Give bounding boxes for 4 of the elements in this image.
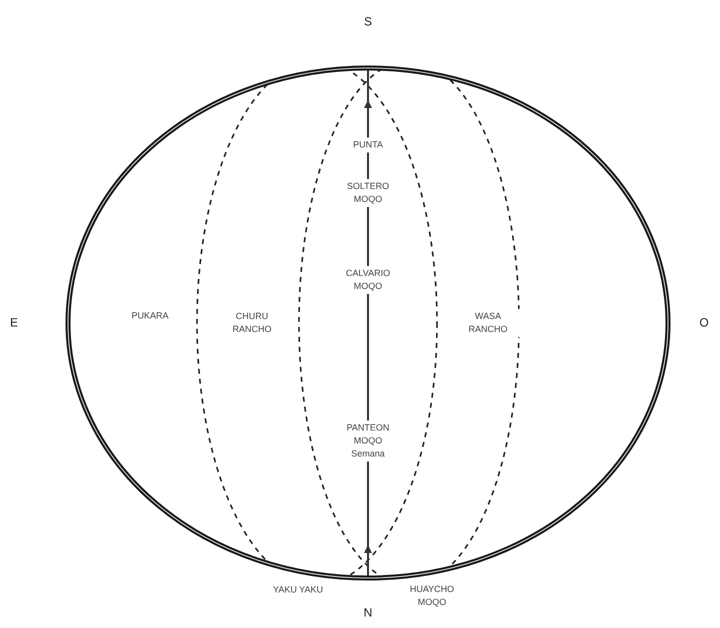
compass-letter: O [698,316,710,330]
compass-letter: N [362,606,374,620]
compass-letter: S [362,14,373,30]
compass-letter: E [8,316,19,330]
